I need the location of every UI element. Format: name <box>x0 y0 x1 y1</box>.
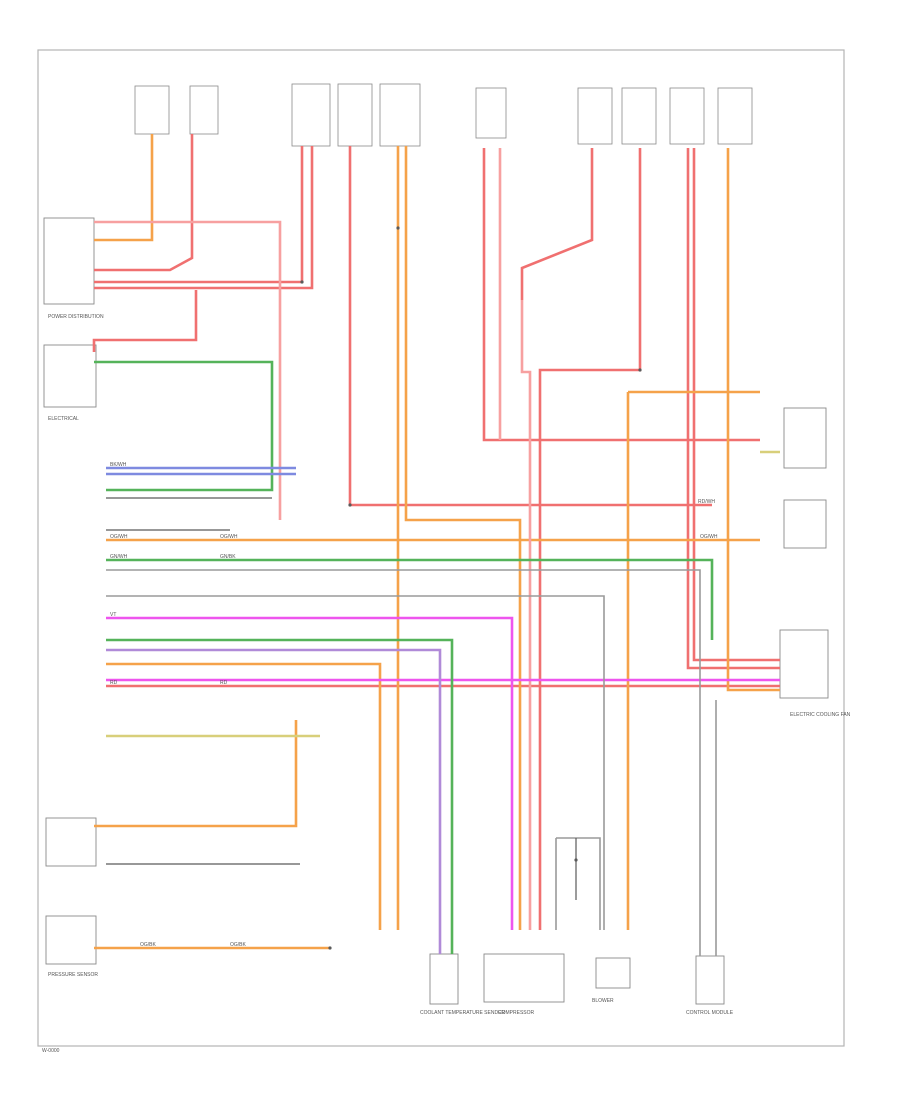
pressure-switch-box <box>45 817 97 867</box>
svg-text:VT: VT <box>110 612 116 618</box>
wire-codes: BK/WH OG/WH GN/WH VT RD OG/WH GN/BK RD O… <box>110 462 718 948</box>
svg-text:OG/WH: OG/WH <box>110 534 128 540</box>
switch-box <box>43 217 95 305</box>
svg-text:RD/WH: RD/WH <box>698 499 715 505</box>
blower-label: BLOWER <box>592 998 614 1004</box>
fan-module-label: ELECTRIC COOLING FAN <box>790 712 851 718</box>
power-distribution-label: POWER DISTRIBUTION <box>48 314 104 320</box>
fuse-boxes <box>134 83 753 147</box>
svg-text:GN/BK: GN/BK <box>220 554 236 560</box>
svg-text:BK/WH: BK/WH <box>110 462 127 468</box>
coolant-sensor-label: COOLANT TEMPERATURE SENDER <box>420 1010 505 1016</box>
svg-text:OG/BK: OG/BK <box>140 942 157 948</box>
pressure-sensor-label: PRESSURE SENSOR <box>48 972 98 978</box>
component-labels: ELECTRICAL POWER DISTRIBUTION COOLANT TE… <box>42 314 851 1054</box>
compressor-label: COMPRESSOR <box>498 1010 535 1016</box>
diagram-frame <box>37 49 845 1047</box>
pressure-sensor-box <box>45 915 97 965</box>
footer-code: W-0000 <box>42 1048 60 1054</box>
svg-text:OG/WH: OG/WH <box>220 534 238 540</box>
control-module-label: CONTROL MODULE <box>686 1010 734 1016</box>
svg-text:OG/WH: OG/WH <box>700 534 718 540</box>
svg-text:OG/BK: OG/BK <box>230 942 247 948</box>
sensor-box-right <box>695 955 725 1005</box>
coolant-sensor-box <box>429 953 459 1005</box>
svg-text:RD: RD <box>110 680 118 686</box>
junction-dots <box>300 226 642 950</box>
blower-box <box>595 957 631 989</box>
fan-module-box <box>779 629 829 699</box>
compressor-box <box>483 953 565 1003</box>
relay-box-right-top <box>783 407 827 469</box>
electrical-unit-box <box>43 344 97 408</box>
wiring-harness <box>92 134 780 956</box>
svg-text:GN/WH: GN/WH <box>110 554 128 560</box>
svg-text:RD: RD <box>220 680 228 686</box>
relay-box-right-mid <box>783 499 827 549</box>
component-boxes <box>43 217 829 1005</box>
electrical-unit-label: ELECTRICAL <box>48 416 79 422</box>
